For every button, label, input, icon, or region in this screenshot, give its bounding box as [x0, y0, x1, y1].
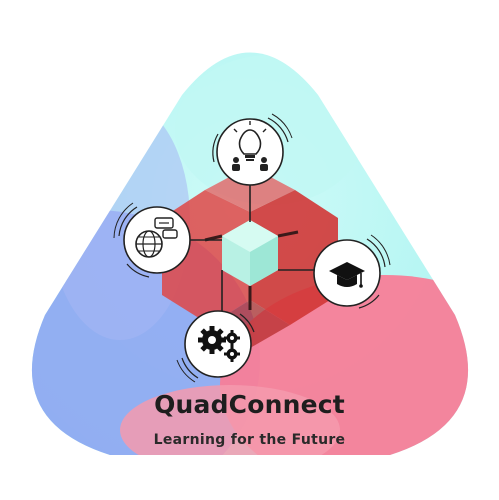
- brand-name: QuadConnect: [154, 390, 345, 419]
- tagline: Learning for the Future: [153, 432, 346, 448]
- globe-chat-icon: [113, 202, 191, 278]
- graduation-cap-icon: [313, 234, 391, 309]
- connector-lines: [190, 184, 318, 312]
- inner-cube-right: [250, 236, 278, 286]
- cube-right-face: [250, 190, 338, 325]
- lightbulb-people-icon: [212, 113, 293, 186]
- pink-bottom-blob: [120, 385, 340, 455]
- gears-icon: [176, 310, 255, 383]
